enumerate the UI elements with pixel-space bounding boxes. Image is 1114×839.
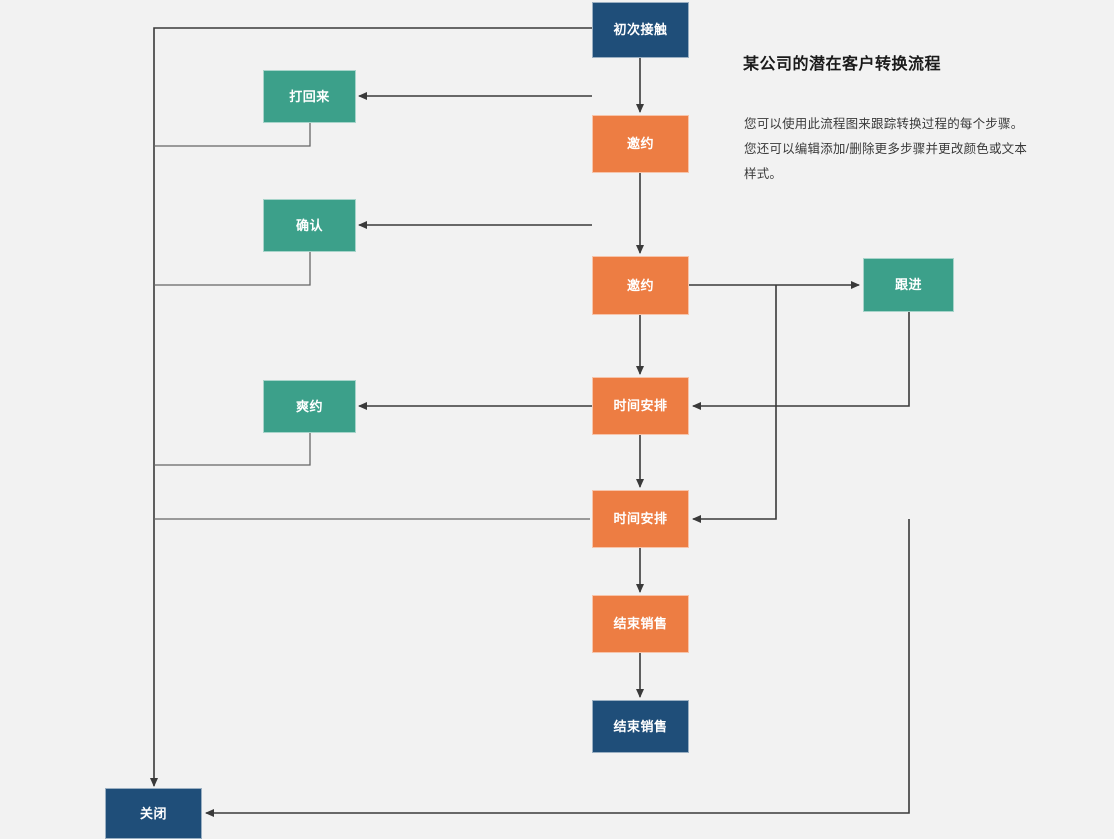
node-schedule-2[interactable]: 时间安排: [592, 490, 689, 548]
node-label-confirm: 确认: [295, 217, 323, 233]
node-schedule-1[interactable]: 时间安排: [592, 377, 689, 435]
node-label-invite-2: 邀约: [626, 277, 654, 293]
node-closed[interactable]: 关闭: [105, 788, 202, 839]
node-label-close-sale-2: 结束销售: [613, 718, 668, 734]
edge-branch-to-schedule-2: [692, 285, 777, 523]
node-label-follow-up: 跟进: [894, 277, 922, 293]
node-first-contact[interactable]: 初次接触: [592, 2, 689, 58]
edge-no-show-to-trunk: [154, 432, 311, 466]
node-close-sale-1[interactable]: 结束销售: [592, 595, 689, 653]
node-follow-up[interactable]: 跟进: [863, 258, 954, 312]
node-label-closed: 关闭: [139, 805, 167, 821]
edge-follow-up-tail-to-closed: [205, 519, 910, 817]
edge-confirm-to-trunk: [154, 251, 311, 286]
node-label-schedule-1: 时间安排: [613, 398, 668, 414]
page-description: 您可以使用此流程图来跟踪转换过程的每个步骤。您还可以编辑添加/删除更多步骤并更改…: [744, 117, 1028, 181]
node-no-show[interactable]: 爽约: [263, 380, 356, 433]
node-label-schedule-2: 时间安排: [613, 511, 668, 527]
page-title: 某公司的潜在客户转换流程: [743, 56, 942, 73]
node-call-back[interactable]: 打回来: [263, 70, 356, 123]
node-invite-1[interactable]: 邀约: [592, 115, 689, 173]
node-confirm[interactable]: 确认: [263, 199, 356, 252]
node-close-sale-2[interactable]: 结束销售: [592, 700, 689, 753]
edge-follow-up-to-schedule-1: [692, 312, 910, 410]
node-invite-2[interactable]: 邀约: [592, 256, 689, 315]
node-label-no-show: 爽约: [295, 398, 323, 414]
node-label-close-sale-1: 结束销售: [613, 616, 668, 632]
node-label-first-contact: 初次接触: [613, 22, 668, 38]
node-label-call-back: 打回来: [289, 88, 330, 104]
edge-first-contact-to-trunk: [150, 27, 592, 787]
node-label-invite-1: 邀约: [626, 136, 654, 152]
edge-call-back-to-trunk: [154, 123, 311, 147]
